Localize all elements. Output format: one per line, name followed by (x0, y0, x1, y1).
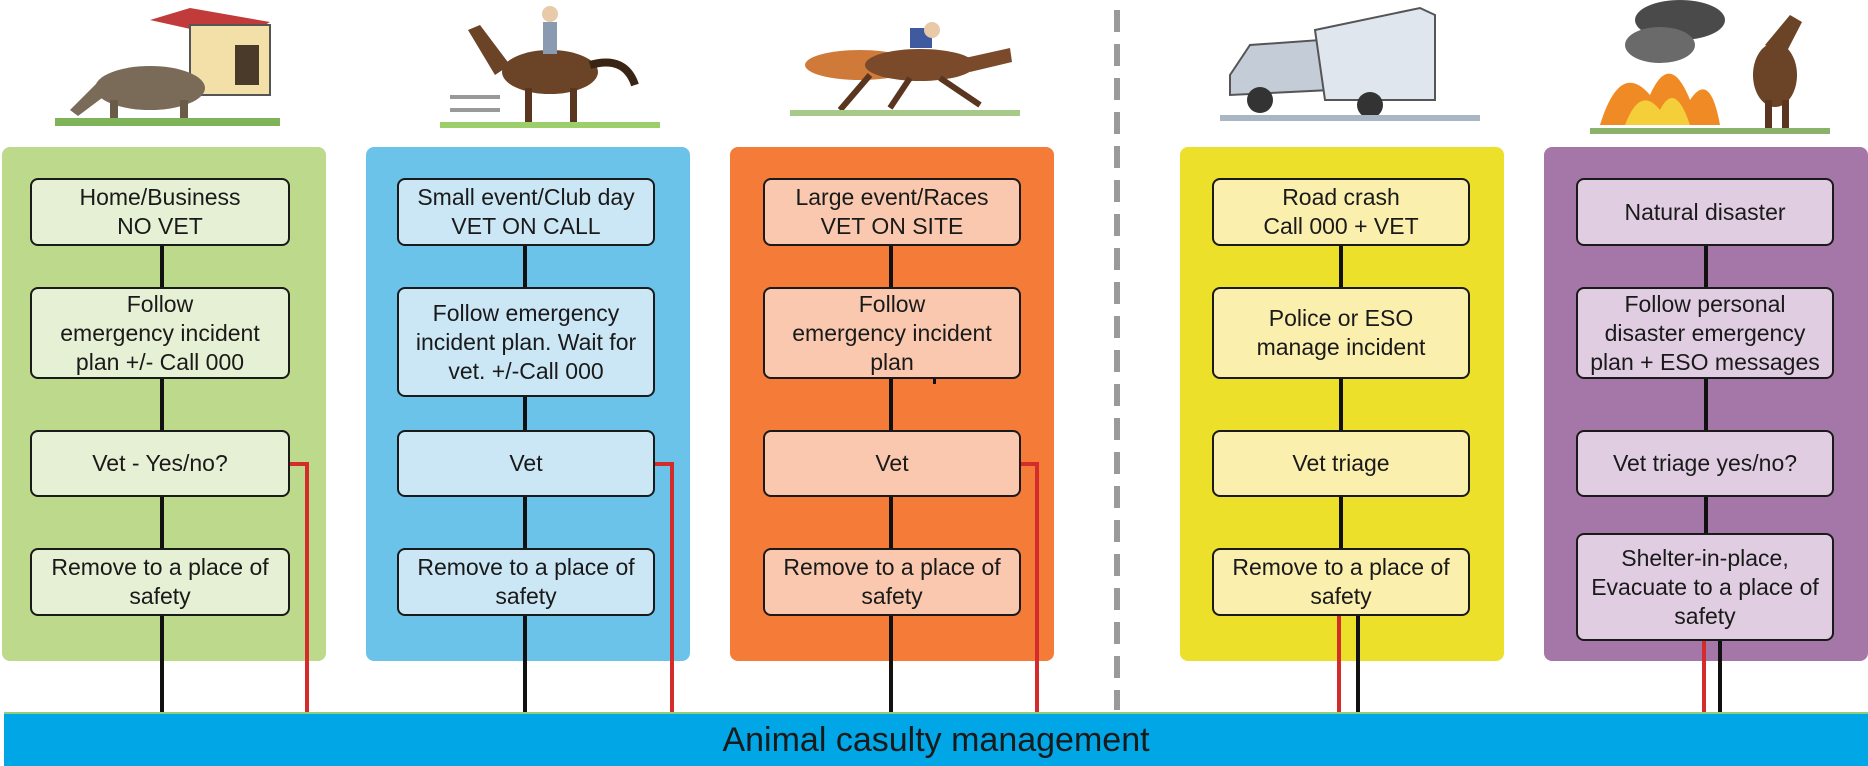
footer-label: Animal casulty management (722, 720, 1150, 759)
red-path-line (305, 462, 309, 712)
red-path-line (1337, 615, 1341, 712)
connector (889, 496, 893, 548)
step-box: Follow emergency incident plan (763, 287, 1021, 379)
section-divider (1114, 10, 1120, 710)
step-box: Follow emergency incident plan +/- Call … (30, 287, 290, 379)
red-path-line (1019, 462, 1039, 466)
step-box: Vet (763, 430, 1021, 497)
car-with-horse-float-icon (1220, 6, 1480, 121)
step-box: Police or ESO manage incident (1212, 287, 1470, 379)
connector (160, 245, 164, 287)
connector (523, 396, 527, 430)
connector (889, 245, 893, 287)
step-box: Small event/Club day VET ON CALL (397, 178, 655, 246)
step-box: Large event/Races VET ON SITE (763, 178, 1021, 246)
step-box: Vet (397, 430, 655, 497)
step-box: Shelter-in-place, Evacuate to a place of… (1576, 533, 1834, 641)
step-box: Follow personal disaster emergency plan … (1576, 287, 1834, 379)
racehorses-icon (790, 22, 1020, 116)
horse-and-rider-icon (440, 6, 660, 128)
connector (1356, 615, 1360, 712)
connector (889, 615, 893, 712)
red-path-line (289, 462, 309, 466)
connector (160, 496, 164, 548)
connector (523, 496, 527, 548)
step-box: Vet triage yes/no? (1576, 430, 1834, 497)
connector (160, 615, 164, 712)
step-box: Natural disaster (1576, 178, 1834, 246)
step-box: Vet - Yes/no? (30, 430, 290, 497)
animal-casualty-management-bar: Animal casulty management (4, 712, 1868, 766)
connector (523, 245, 527, 287)
connector (1339, 378, 1343, 430)
connector (889, 378, 893, 430)
step-box: Remove to a place of safety (30, 548, 290, 616)
red-path-line (1035, 462, 1039, 712)
step-box: Remove to a place of safety (397, 548, 655, 616)
connector (523, 615, 527, 712)
step-box: Remove to a place of safety (1212, 548, 1470, 616)
connector (160, 378, 164, 430)
red-path-line (1702, 640, 1706, 712)
red-path-line (670, 462, 674, 712)
step-box: Remove to a place of safety (763, 548, 1021, 616)
step-box: Vet triage (1212, 430, 1470, 497)
red-path-line (654, 462, 674, 466)
connector (1704, 378, 1708, 430)
horse-near-bushfire-icon (1590, 0, 1830, 134)
connector (1718, 640, 1722, 712)
step-box: Home/Business NO VET (30, 178, 290, 246)
step-box: Road crash Call 000 + VET (1212, 178, 1470, 246)
step-box: Follow emergency incident plan. Wait for… (397, 287, 655, 397)
connector (1704, 496, 1708, 534)
connector (1339, 496, 1343, 548)
horse-grazing-by-shed-icon (55, 8, 280, 126)
connector (1704, 245, 1708, 287)
connector (1339, 245, 1343, 287)
